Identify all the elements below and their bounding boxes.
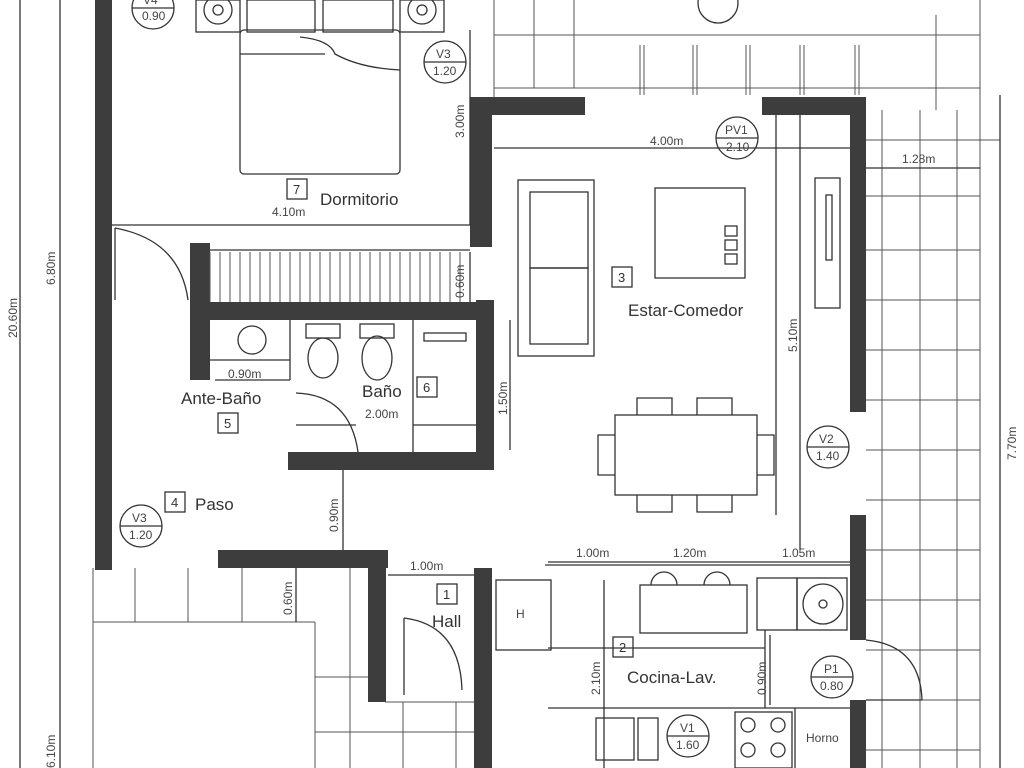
fridge-label: H <box>516 607 525 621</box>
dim-kitchen-c: 1.05m <box>782 546 815 560</box>
opening-tag-v1: V1 1.60 <box>666 714 710 758</box>
opening-code: V3 <box>132 511 147 525</box>
dim-side-width: 1.28m <box>902 152 935 166</box>
opening-size: 1.20 <box>433 64 457 78</box>
walls <box>95 0 866 768</box>
dim-kitchen-pass: 0.90m <box>755 662 769 695</box>
opening-size: 1.60 <box>676 738 700 752</box>
opening-code: PV1 <box>725 123 748 137</box>
room-number-hall: 1 <box>443 587 450 602</box>
living-furniture <box>494 115 850 550</box>
dim-closet-depth: 0.60m <box>453 265 467 298</box>
terrace-grid <box>493 0 981 110</box>
opening-code: V4 <box>143 0 158 7</box>
opening-tag-v3-paso: V3 1.20 <box>119 504 163 548</box>
opening-size: 1.40 <box>816 449 840 463</box>
opening-size: 1.20 <box>129 528 153 542</box>
dim-hall-width: 1.00m <box>410 559 443 573</box>
room-antebano: Ante-Baño <box>181 389 261 408</box>
opening-tag-v3-dorm: V3 1.20 <box>423 40 467 84</box>
lower-patio-grid <box>92 568 474 768</box>
dorm-door[interactable] <box>114 227 189 301</box>
room-number-paso: 4 <box>171 495 178 510</box>
dim-lower-zone: 6.10m <box>44 735 58 768</box>
closet <box>209 249 470 302</box>
opening-code: V3 <box>436 47 451 61</box>
dim-total-height: 20.60m <box>6 298 20 338</box>
room-number-bano: 6 <box>423 380 430 395</box>
dim-dorm-zone: 6.80m <box>44 252 58 285</box>
dim-dorm-depth: 3.00m <box>453 105 467 138</box>
room-cocina: Cocina-Lav. <box>627 668 716 687</box>
dim-estar-width: 4.00m <box>650 134 683 148</box>
dim-estar-depth: 5.10m <box>786 319 800 352</box>
room-number-cocina: 2 <box>619 640 626 655</box>
room-number-estar: 3 <box>618 270 625 285</box>
bathroom-fixtures <box>210 320 476 453</box>
room-dormitorio: Dormitorio <box>320 190 398 209</box>
dim-antebano-width: 0.90m <box>228 367 261 381</box>
dim-paso-width: 0.90m <box>327 499 341 532</box>
opening-code: P1 <box>824 662 839 676</box>
opening-size: 2.10 <box>726 140 750 154</box>
kitchen-fixtures <box>495 564 923 768</box>
room-paso: Paso <box>195 495 234 514</box>
room-number-antebano: 5 <box>224 416 231 431</box>
opening-tag-p1: P1 0.80 <box>810 655 854 699</box>
opening-tag-pv1: PV1 2.10 <box>715 116 759 160</box>
dimension-lines <box>19 0 1001 768</box>
dimension-labels: 20.60m 6.80m 6.10m 7.70m 4.10m 3.00m 0.6… <box>6 105 1019 768</box>
oven-label: Horno <box>806 731 839 745</box>
opening-tag-v2: V2 1.40 <box>806 425 850 469</box>
dim-kitchen-depth: 2.10m <box>589 662 603 695</box>
room-estar: Estar-Comedor <box>628 301 744 320</box>
hall-door[interactable] <box>403 617 463 695</box>
room-number-dormitorio: 7 <box>293 182 300 197</box>
dim-patio-depth: 0.60m <box>281 582 295 615</box>
dim-kitchen-b: 1.20m <box>673 546 706 560</box>
dim-kitchen-a: 1.00m <box>576 546 609 560</box>
opening-tags: V4 0.90 V3 1.20 PV1 2.10 V2 1.40 V3 1.20 P1 0.… <box>119 0 854 758</box>
dim-bano-width: 2.00m <box>365 407 398 421</box>
side-patio-grid <box>866 110 1000 768</box>
opening-size: 0.80 <box>820 679 844 693</box>
room-hall: Hall <box>432 612 461 631</box>
opening-size: 0.90 <box>142 9 166 23</box>
opening-code: V2 <box>819 432 834 446</box>
room-labels: 1 Hall 2 Cocina-Lav. 3 Estar-Comedor 4 P… <box>164 178 744 687</box>
opening-tag-v4: V4 0.90 <box>131 0 175 30</box>
dim-right-zone: 7.70m <box>1005 427 1019 460</box>
dim-estar-sub: 1.50m <box>496 382 510 415</box>
bed <box>195 0 445 175</box>
dim-dorm-width: 4.10m <box>272 205 305 219</box>
room-bano: Baño <box>362 382 402 401</box>
opening-code: V1 <box>680 721 695 735</box>
